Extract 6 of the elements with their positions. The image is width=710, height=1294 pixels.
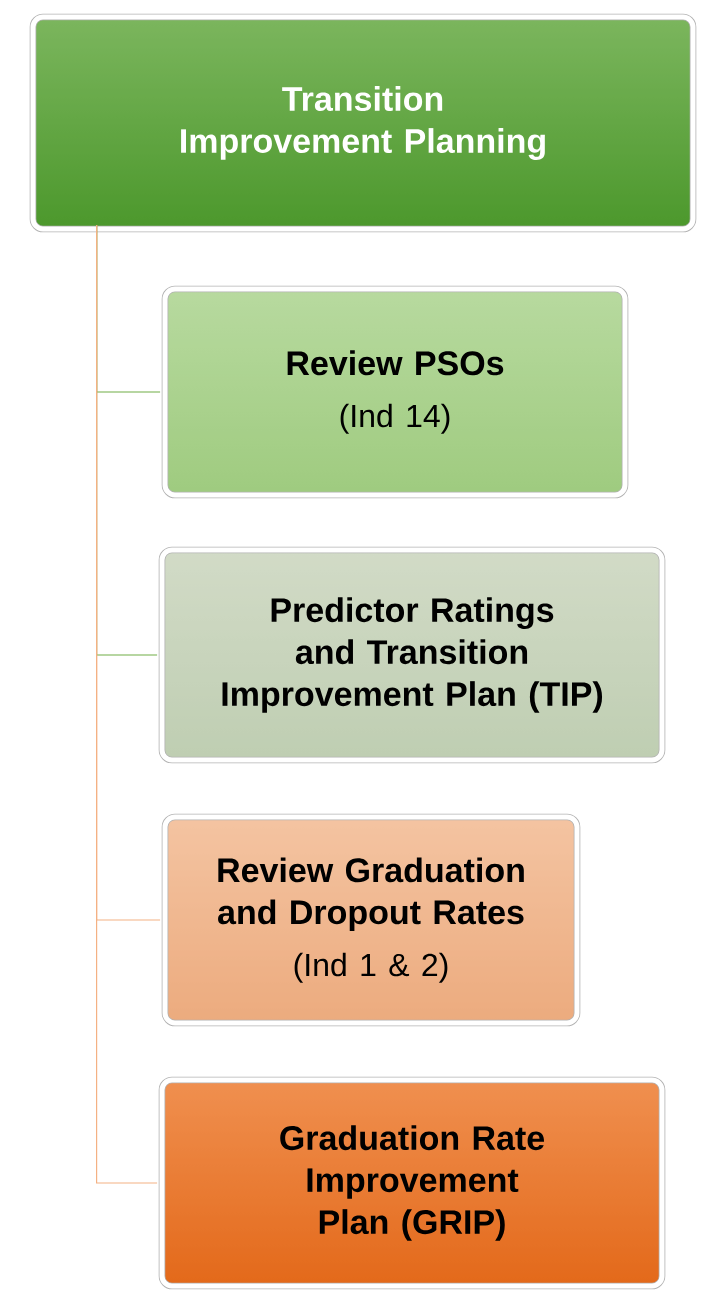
connector — [96, 224, 158, 1184]
step-box: Review Graduation and Dropout Rates (Ind 1 & 2) — [161, 813, 581, 1027]
step-box: Predictor Ratings and Transition Improvement Plan (TIP) — [158, 546, 666, 764]
step-box: Review PSOs (Ind 14) — [161, 285, 629, 499]
title-box: Transition Improvement Planning — [29, 13, 697, 233]
step-box: Graduation Rate Improvement Plan (GRIP) — [158, 1076, 666, 1290]
